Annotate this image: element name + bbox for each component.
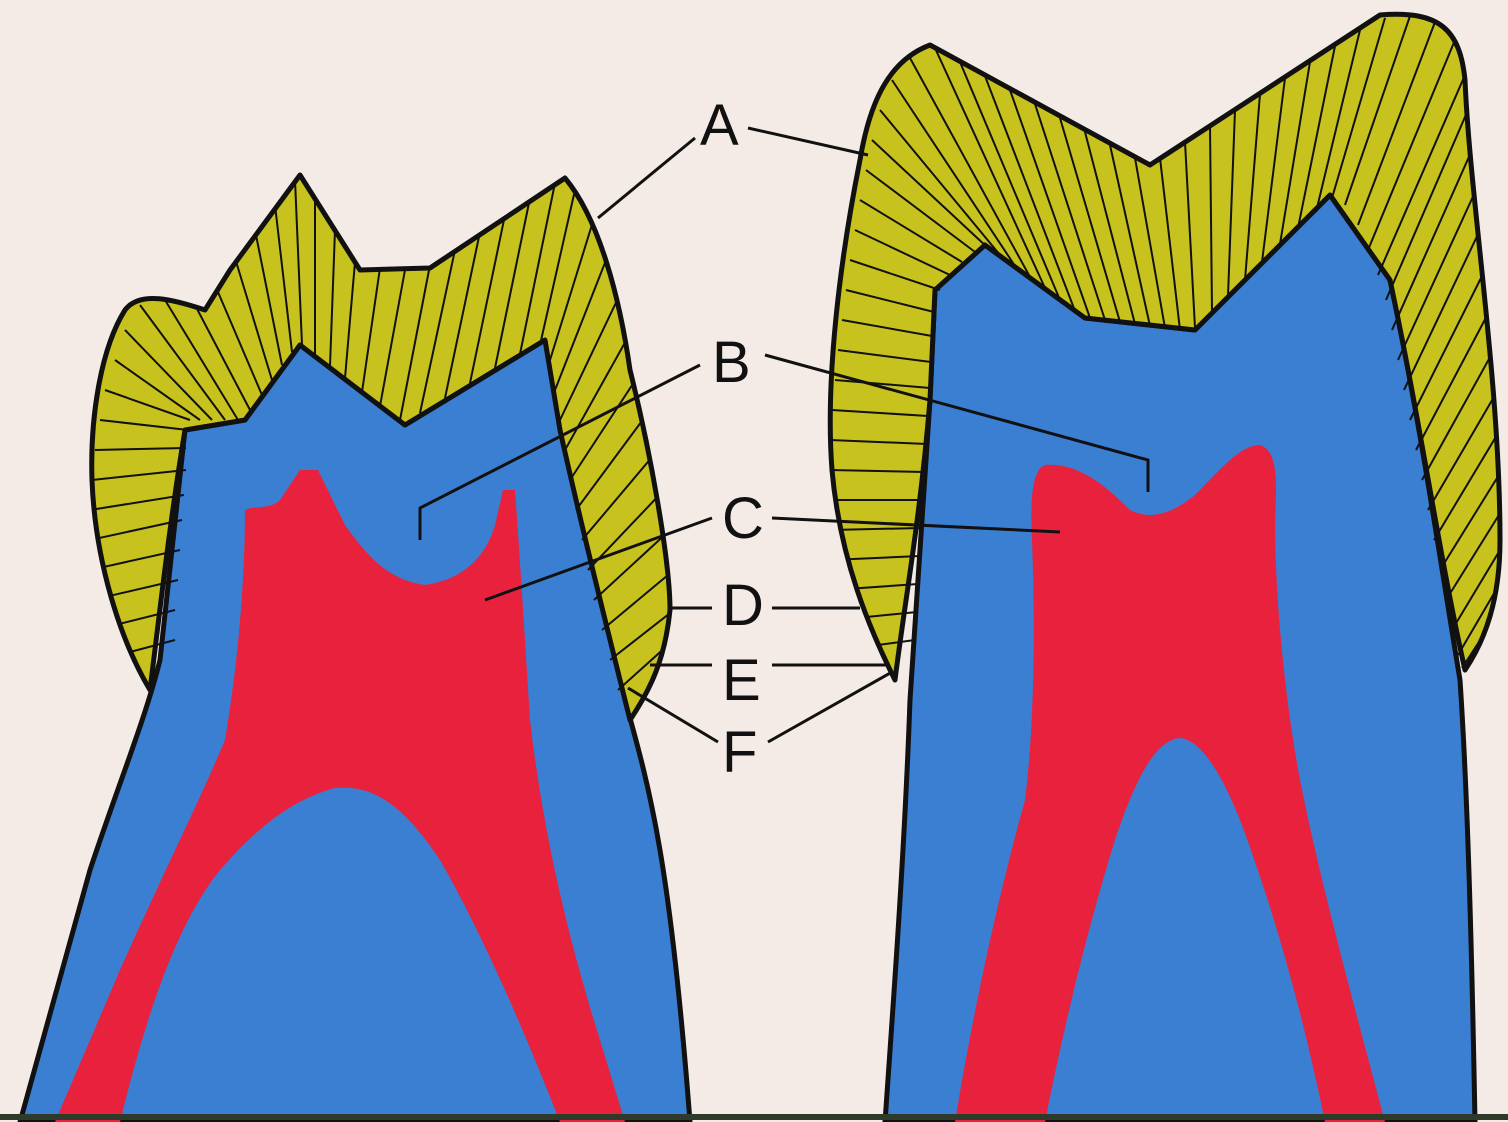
label-d: D (722, 573, 764, 638)
right-tooth (828, 14, 1502, 1122)
label-group-e: E (650, 648, 888, 713)
left-tooth (20, 175, 690, 1122)
label-c: C (722, 486, 764, 551)
leader-line-f-right (768, 672, 892, 742)
leader-line-a-left (598, 138, 695, 218)
leader-line-f-left (628, 688, 718, 742)
label-b: B (712, 330, 751, 395)
label-group-a: A (598, 93, 868, 218)
label-e: E (722, 648, 761, 713)
label-group-d: D (668, 573, 860, 638)
leader-line-a-right (748, 128, 868, 155)
label-f: F (722, 720, 757, 785)
label-a: A (700, 93, 739, 158)
